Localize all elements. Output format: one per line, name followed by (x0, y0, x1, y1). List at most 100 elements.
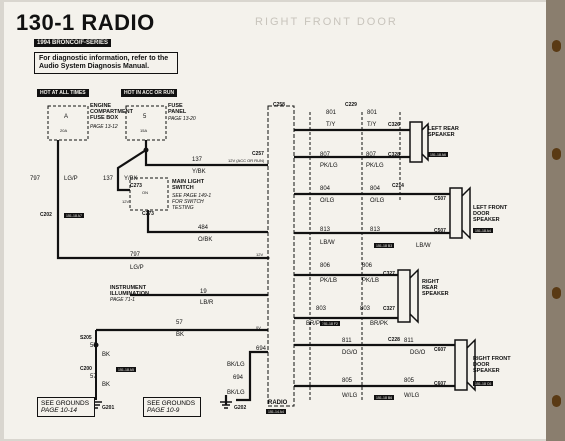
wire-137-num: 137 (192, 157, 203, 163)
wire-137-num-2: 137 (103, 176, 114, 182)
wire-137-branch (116, 149, 147, 192)
wire-806-num-2: 806 (362, 263, 373, 269)
wire-484-num: 484 (198, 225, 209, 231)
connector-c228: C228 (388, 337, 400, 343)
wire-805-color-2: W/LG (404, 393, 420, 399)
wire-804-num-2: 804 (370, 186, 381, 192)
wire-807-num: 807 (320, 152, 331, 158)
wire-57-color-2: BK (102, 352, 111, 358)
connector-c327: C327 (383, 271, 395, 277)
wire-801-num-2: 801 (367, 110, 378, 116)
wire-805-num: 805 (342, 378, 353, 384)
connector-c273: C273 (142, 211, 154, 217)
wire-803-num-2: 803 (360, 306, 371, 312)
engine-fuse-box-page: PAGE 13-12 (90, 124, 118, 130)
wire-19-color: LB/R (200, 300, 214, 306)
right-rear-speaker-label: RIGHT REAR SPEAKER (422, 279, 449, 297)
wire-806-num: 806 (320, 263, 331, 269)
page-title: 130-1 RADIO (16, 10, 155, 35)
connector-c607: C607 (434, 381, 446, 387)
connector-c507: C507 (434, 196, 446, 202)
left-rear-speaker-ref: 151-18 A6 (428, 152, 448, 157)
splice-s205: S205 (80, 335, 92, 341)
fuse-panel-page: PAGE 13-20 (168, 116, 196, 122)
switch-circuit: 12V (122, 199, 130, 204)
grounds-page: PAGE 10-9 (147, 407, 180, 414)
fuse-panel-outline (125, 105, 167, 141)
wire-797 (56, 140, 268, 260)
wire-484-color: O/BK (198, 237, 213, 243)
binder-hole (552, 287, 561, 299)
wire-797-color: LG/P (64, 176, 78, 182)
wire-19-num: 19 (200, 289, 207, 295)
wire-801-color: T/Y (326, 122, 336, 128)
engine-fuse-amps: 20A (60, 128, 68, 133)
wire-694 (236, 350, 268, 402)
wire-137-color-2: Y/BK (124, 176, 138, 182)
wire-57-num: 57 (176, 320, 183, 326)
wire-813-color-2: LB/W (416, 243, 431, 249)
wire-801-num: 801 (326, 110, 337, 116)
wire-797-num-2: 797 (130, 252, 141, 258)
wire-807-num-2: 807 (366, 152, 377, 158)
left-front-door-speaker-label: LEFT FRONT DOOR SPEAKER (473, 205, 508, 223)
connector-c200: C200 (80, 366, 92, 372)
wire-811-num: 811 (342, 338, 352, 344)
wire-811-color-2: DG/O (410, 350, 426, 356)
ref-c202: 151-18 A7 (64, 213, 84, 218)
connector-c257: C257 (252, 151, 264, 157)
connector-c258: C258 (273, 102, 285, 108)
right-front-speaker-ref: 151-18 C6 (473, 381, 494, 386)
wire-804-num: 804 (320, 186, 331, 192)
engine-fuse-letter: A (64, 114, 69, 120)
wire-797-color-2: LG/P (130, 265, 144, 271)
ref-c200: 151-18 A5 (116, 367, 136, 372)
wire-797-num: 797 (30, 176, 41, 182)
ref-c805: 151-18 B6 (374, 395, 395, 400)
instrument-illumination-page: PAGE 71-1 (110, 297, 135, 303)
left-front-speaker-ref: 151-18 A4 (473, 228, 493, 233)
main-light-switch-note: SEE PAGE 149-1 FOR SWITCH TESTING (172, 193, 212, 211)
connector-c607: C607 (434, 347, 446, 353)
wire-137-color: Y/BK (192, 169, 206, 175)
connector-c327: C327 (383, 306, 395, 312)
grounds-page: PAGE 10-14 (41, 407, 78, 414)
ground-g201: G201 (102, 405, 115, 411)
connector-c229: C229 (345, 102, 357, 108)
radio-label: RADIO (268, 400, 288, 406)
wire-813-color: LB/W (320, 240, 335, 246)
wire-811-color: DG/O (342, 350, 358, 356)
ground-g202: G202 (234, 405, 247, 411)
grounds-text: SEE GROUNDS (41, 400, 90, 407)
panel-fuse-amps: 15A (140, 128, 148, 133)
wire-806-color-2: PK/LB (362, 278, 380, 284)
binder-hole (552, 148, 561, 160)
wire-804-color-2: O/LG (370, 198, 385, 204)
hot-at-all-times-header: HOT AT ALL TIMES (37, 89, 89, 97)
volt-acc-run: 12V (ACC OR RUN) (228, 158, 265, 163)
diagnostic-note: For diagnostic information, refer to the… (34, 52, 178, 74)
bleed-through-text: RIGHT FRONT DOOR (255, 16, 398, 28)
connector-c507: C507 (434, 228, 446, 234)
wire-806-color: PK/LB (320, 278, 338, 284)
connector-c328: C328 (388, 152, 400, 158)
wire-57-color-3: BK (102, 382, 111, 388)
wire-694-num: 694 (256, 346, 267, 352)
wire-803-color: BR/PK (306, 321, 325, 327)
ref-s813: 151-18 B3 (374, 243, 395, 248)
connector-c326: C326 (388, 122, 400, 128)
volt-0v: 0V (256, 325, 261, 330)
binder-edge (546, 0, 565, 441)
wire-694-num-2: 694 (233, 375, 244, 381)
right-front-door-speaker-label: RIGHT FRONT DOOR SPEAKER (473, 356, 511, 374)
wire-811-num-2: 811 (404, 338, 414, 344)
splice-s205 (93, 342, 99, 348)
volt-12v: 12V (256, 252, 264, 257)
left-rear-speaker-label: LEFT REAR SPEAKER (428, 126, 459, 138)
wire-803-color-2: BR/PK (370, 321, 389, 327)
main-light-switch-label: MAIN LIGHT SWITCH (172, 179, 205, 191)
ref-c327: 151-18 F2 (320, 321, 340, 326)
